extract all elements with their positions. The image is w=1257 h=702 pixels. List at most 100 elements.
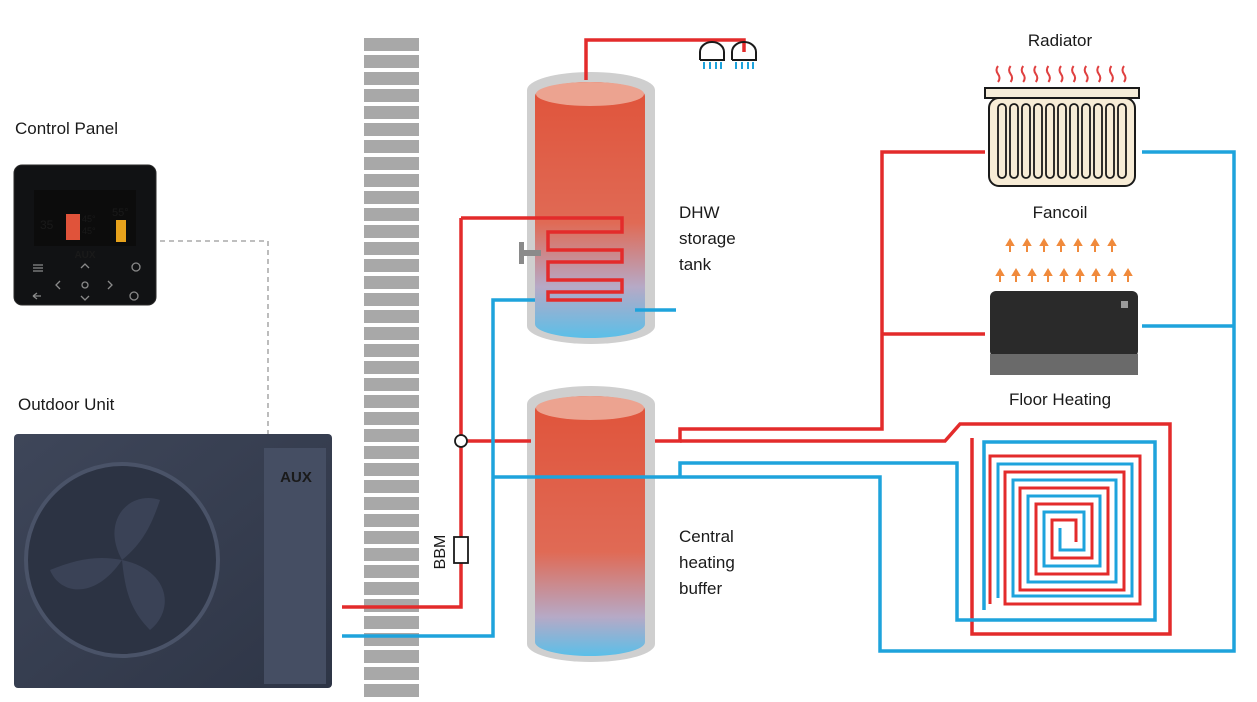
floor-heating-label: Floor Heating [1009,390,1111,409]
radiator-fin [1105,103,1115,179]
wall-brick [364,174,419,187]
radiator-fin [1045,103,1055,179]
wavy-heat-icon [995,65,1127,83]
heat-wave [1033,65,1039,83]
wall-brick [364,208,419,221]
radiator-fin [1093,103,1103,179]
air-arrow [1107,238,1117,252]
wall-brick [364,72,419,85]
fan-icon [50,498,165,630]
heat-wave [1058,65,1064,83]
chevron-down-icon [80,295,90,301]
heat-wave [1071,65,1077,83]
bbm-component [453,536,469,564]
air-arrow [1011,268,1021,282]
air-arrow [1123,268,1133,282]
wall-brick [364,684,419,697]
central-label-line1: Central [679,527,734,546]
air-arrow [1107,268,1117,282]
fancoil [990,238,1138,375]
outdoor-logo: AUX [280,469,312,486]
back-icon [32,292,41,300]
air-arrow [1056,238,1066,252]
radiator-label: Radiator [1028,31,1093,50]
panel-set-temp-1: 45° [82,214,96,224]
wall-brick [364,480,419,493]
chevron-right-icon [107,280,113,290]
dhw-label-line2: storage [679,229,736,248]
wall-brick [364,361,419,374]
radiator-fin [1009,103,1019,179]
radiator-fin [1117,103,1127,179]
central-label-line2: heating [679,553,735,572]
menu-icon [33,264,43,272]
air-arrow [1043,268,1053,282]
central-heating-buffer [527,386,655,662]
return-pipe [342,298,535,638]
panel-logo: AUX [74,250,95,261]
heat-wave [1096,65,1102,83]
shower-icon [699,41,757,69]
wall-brick [364,123,419,136]
wall-brick [364,89,419,102]
air-arrow [1090,238,1100,252]
heat-wave [1020,65,1026,83]
outdoor-unit: AUX [14,434,332,688]
dhw-storage-tank [527,72,655,344]
air-arrow [1075,268,1085,282]
air-arrow [995,268,1005,282]
dhw-outlet-pipe [584,38,746,80]
wall-brick [364,514,419,527]
wall-brick [364,327,419,340]
return-main [493,150,1236,653]
air-arrow [1059,268,1069,282]
heat-wave [995,65,1001,83]
wall-brick [364,378,419,391]
wall-brick [364,140,419,153]
panel-tank-graphic [116,220,126,242]
fan-mode-icon [131,262,141,272]
wall-brick [364,582,419,595]
wall-brick [364,565,419,578]
radiator-fin [1081,103,1091,179]
wall-brick [364,463,419,476]
outdoor-unit-label: Outdoor Unit [18,395,115,414]
control-link [160,240,269,434]
dhw-label-line3: tank [679,255,712,274]
wall [364,38,419,697]
air-arrow [1091,268,1101,282]
wall-brick [364,293,419,306]
wall-brick [364,344,419,357]
panel-heater-graphic [66,214,80,240]
heat-wave [1121,65,1127,83]
ok-icon [81,281,89,289]
wall-brick [364,548,419,561]
air-arrow [1039,238,1049,252]
chevron-up-icon [80,263,90,269]
heat-wave [1045,65,1051,83]
wall-brick [364,242,419,255]
floor-heating-coil [988,454,1142,606]
air-arrow [1073,238,1083,252]
wall-brick [364,446,419,459]
wall-brick [364,276,419,289]
heat-wave [1008,65,1014,83]
bbm-label: BBM [432,535,449,570]
arrow-up-icon [995,238,1133,282]
wall-brick [364,106,419,119]
control-panel-label: Control Panel [15,119,118,138]
dhw-coil [461,216,624,302]
panel-right-temp: 55° [112,207,129,219]
radiator-fin [1057,103,1067,179]
control-panel: 35 45° 45° 55° AUX [13,164,157,306]
wall-brick [364,395,419,408]
wall-brick [364,157,419,170]
wall-brick [364,259,419,272]
chevron-left-icon [55,280,61,290]
floor-return-pipe [678,440,1157,622]
wall-brick [364,310,419,323]
wall-brick [364,497,419,510]
panel-set-temp-2: 45° [82,226,96,236]
hot-flow-pipe [342,218,463,609]
fancoil-label: Fancoil [1033,203,1088,222]
